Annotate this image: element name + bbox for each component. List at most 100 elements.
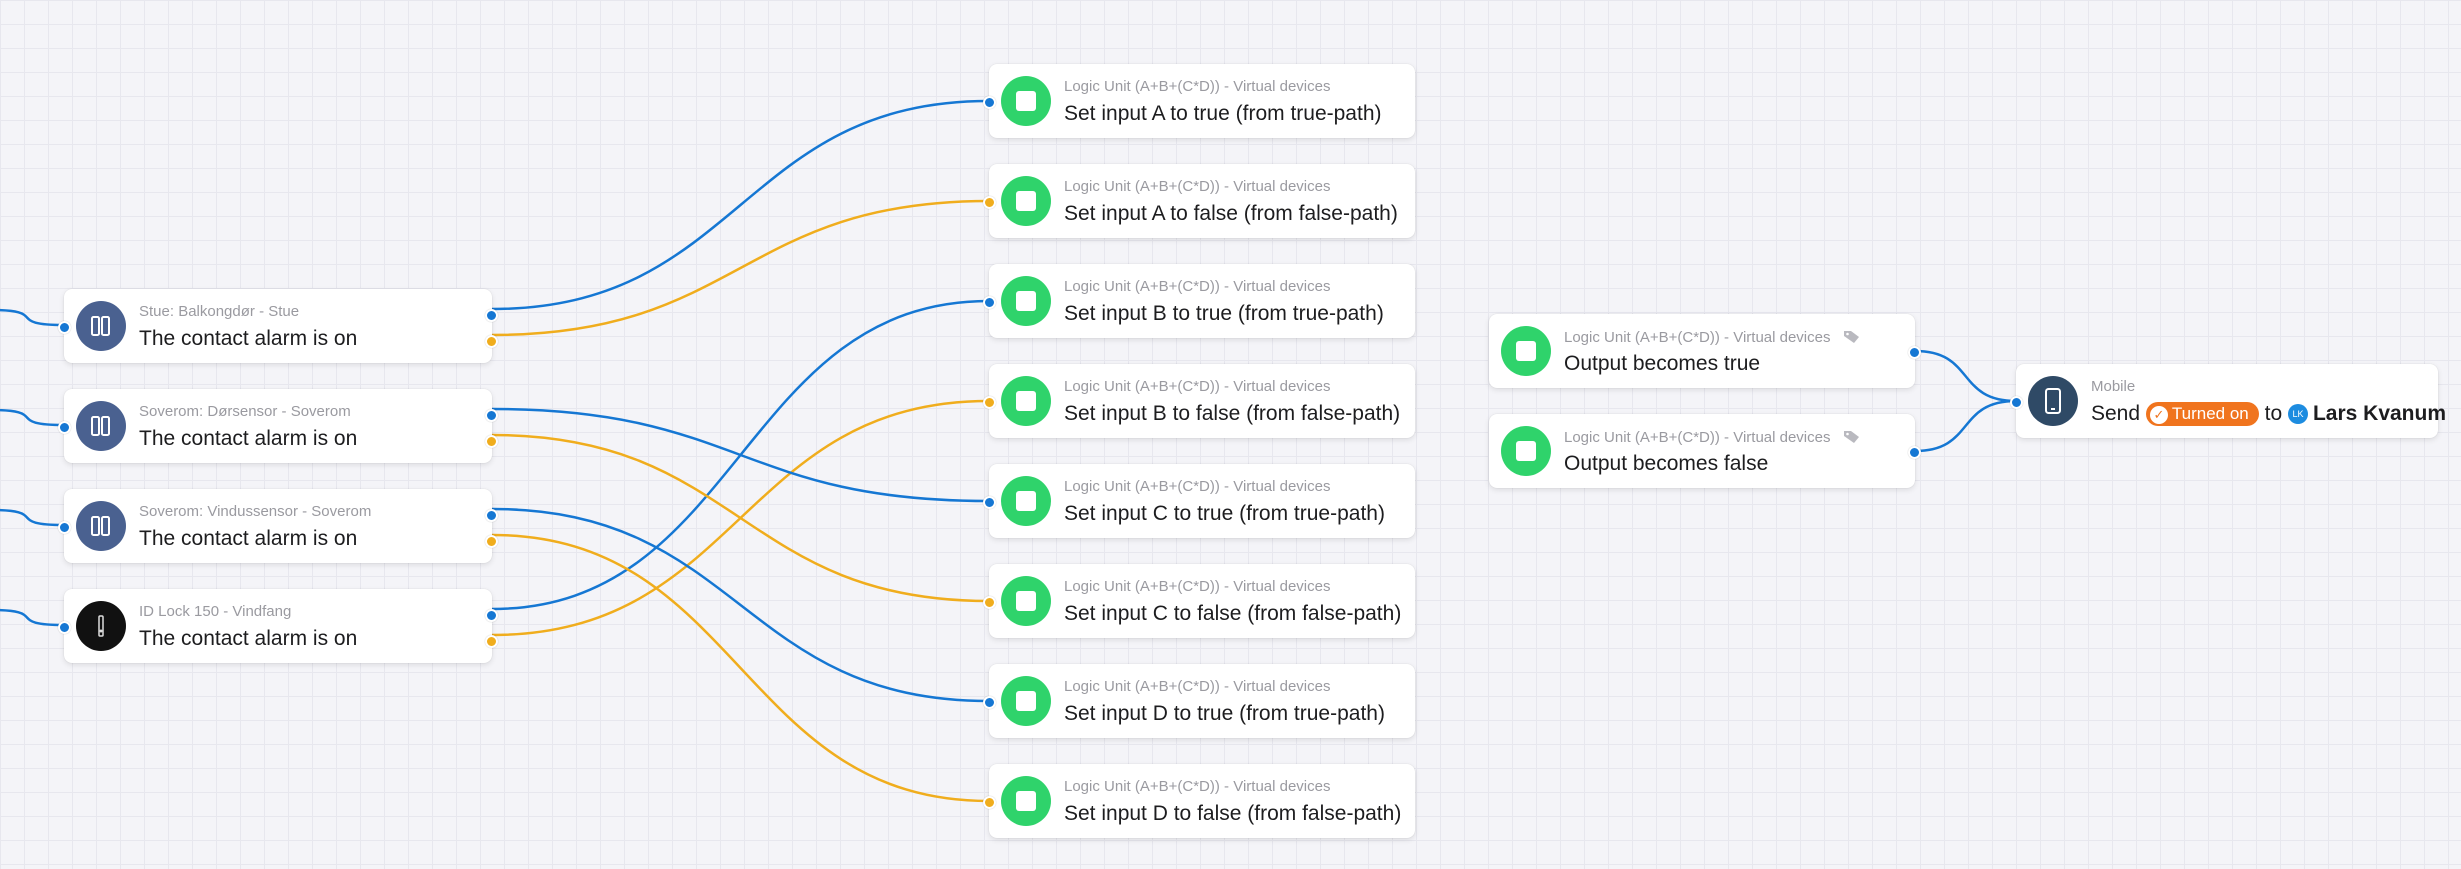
incoming-wire-2 bbox=[0, 508, 65, 527]
to-label: to bbox=[2264, 402, 2283, 425]
input-port[interactable] bbox=[983, 96, 996, 109]
wire-output-false bbox=[1914, 399, 2017, 453]
true-output-port[interactable] bbox=[485, 509, 498, 522]
action-title: Set input C to false (from false-path) bbox=[1064, 602, 1402, 625]
notification-subtitle: Mobile bbox=[2091, 378, 2136, 395]
true-output-port[interactable] bbox=[485, 409, 498, 422]
action-title: Set input B to true (from true-path) bbox=[1064, 302, 1384, 325]
trigger-card-balkongdor[interactable]: Stue: Balkongdør - Stue The contact alar… bbox=[58, 289, 498, 363]
action-title: Set input C to true (from true-path) bbox=[1064, 502, 1385, 525]
wire-d-false bbox=[491, 533, 990, 803]
input-port[interactable] bbox=[983, 796, 996, 809]
action-subtitle: Logic Unit (A+B+(C*D)) - Virtual devices bbox=[1064, 378, 1331, 395]
input-port[interactable] bbox=[58, 521, 71, 534]
incoming-wire-3 bbox=[0, 608, 65, 627]
action-subtitle: Logic Unit (A+B+(C*D)) - Virtual devices bbox=[1064, 78, 1331, 95]
status-pill: ✓Turned on bbox=[2145, 402, 2259, 427]
true-output-port[interactable] bbox=[485, 309, 498, 322]
input-port[interactable] bbox=[58, 321, 71, 334]
trigger-card-vindussensor[interactable]: Soverom: Vindussensor - Soverom The cont… bbox=[58, 489, 498, 563]
output-title: Output becomes true bbox=[1564, 352, 1761, 375]
action-subtitle: Logic Unit (A+B+(C*D)) - Virtual devices bbox=[1064, 578, 1331, 595]
action-title: Set input D to true (from true-path) bbox=[1064, 702, 1385, 725]
mobile-phone-icon bbox=[2028, 376, 2078, 426]
action-card-set-c-false[interactable]: Logic Unit (A+B+(C*D)) - Virtual devices… bbox=[983, 564, 1415, 638]
action-title: Set input B to false (from false-path) bbox=[1064, 402, 1401, 425]
wire-output-true bbox=[1914, 349, 2017, 403]
output-subtitle-text: Logic Unit (A+B+(C*D)) - Virtual devices bbox=[1564, 328, 1831, 346]
trigger-subtitle: Soverom: Vindussensor - Soverom bbox=[139, 503, 372, 520]
user-name: Lars Kvanum bbox=[2312, 402, 2447, 425]
action-subtitle: Logic Unit (A+B+(C*D)) - Virtual devices bbox=[1064, 278, 1331, 295]
logic-unit-icon bbox=[1001, 276, 1051, 326]
input-port[interactable] bbox=[983, 296, 996, 309]
action-subtitle: Logic Unit (A+B+(C*D)) - Virtual devices bbox=[1064, 678, 1331, 695]
input-port[interactable] bbox=[983, 496, 996, 509]
trigger-title: The contact alarm is on bbox=[139, 627, 358, 650]
incoming-wire-0 bbox=[0, 308, 65, 327]
false-output-port[interactable] bbox=[485, 535, 498, 548]
wire-a-false bbox=[491, 199, 990, 337]
tag-icon bbox=[1843, 428, 1861, 448]
logic-unit-icon bbox=[1001, 476, 1051, 526]
false-output-port[interactable] bbox=[485, 335, 498, 348]
door-sensor-icon bbox=[76, 401, 126, 451]
true-output-port[interactable] bbox=[485, 609, 498, 622]
logic-unit-icon bbox=[1001, 376, 1051, 426]
logic-unit-icon bbox=[1001, 576, 1051, 626]
check-icon: ✓ bbox=[2149, 405, 2168, 424]
input-port[interactable] bbox=[58, 421, 71, 434]
output-title: Output becomes false bbox=[1564, 452, 1769, 475]
logic-unit-icon bbox=[1001, 76, 1051, 126]
action-title: Set input A to true (from true-path) bbox=[1064, 102, 1382, 125]
trigger-card-idlock[interactable]: ID Lock 150 - Vindfang The contact alarm… bbox=[58, 589, 498, 663]
action-subtitle: Logic Unit (A+B+(C*D)) - Virtual devices bbox=[1064, 778, 1331, 795]
logic-unit-icon bbox=[1001, 176, 1051, 226]
input-port[interactable] bbox=[2010, 396, 2023, 409]
incoming-wire-1 bbox=[0, 408, 65, 427]
action-card-set-b-true[interactable]: Logic Unit (A+B+(C*D)) - Virtual devices… bbox=[983, 264, 1415, 338]
door-sensor-icon bbox=[76, 301, 126, 351]
action-subtitle: Logic Unit (A+B+(C*D)) - Virtual devices bbox=[1064, 178, 1331, 195]
send-label: Send bbox=[2091, 402, 2141, 425]
trigger-subtitle: Stue: Balkongdør - Stue bbox=[139, 303, 300, 320]
output-card-false[interactable]: Logic Unit (A+B+(C*D)) - Virtual devices… bbox=[1489, 414, 1921, 488]
false-output-port[interactable] bbox=[485, 435, 498, 448]
logic-unit-icon bbox=[1501, 326, 1551, 376]
wire-b-true bbox=[491, 299, 990, 611]
input-port[interactable] bbox=[983, 396, 996, 409]
action-subtitle: Logic Unit (A+B+(C*D)) - Virtual devices bbox=[1064, 478, 1331, 495]
output-subtitle-text: Logic Unit (A+B+(C*D)) - Virtual devices bbox=[1564, 428, 1831, 446]
action-title: Set input D to false (from false-path) bbox=[1064, 802, 1402, 825]
action-title: Set input A to false (from false-path) bbox=[1064, 202, 1398, 225]
output-subtitle: Logic Unit (A+B+(C*D)) - Virtual devices bbox=[1564, 328, 1861, 348]
trigger-title: The contact alarm is on bbox=[139, 327, 358, 350]
action-card-set-a-false[interactable]: Logic Unit (A+B+(C*D)) - Virtual devices… bbox=[983, 164, 1415, 238]
input-port[interactable] bbox=[983, 596, 996, 609]
wire-d-true bbox=[491, 507, 990, 703]
input-port[interactable] bbox=[58, 621, 71, 634]
action-card-set-d-true[interactable]: Logic Unit (A+B+(C*D)) - Virtual devices… bbox=[983, 664, 1415, 738]
output-port[interactable] bbox=[1908, 446, 1921, 459]
action-card-set-c-true[interactable]: Logic Unit (A+B+(C*D)) - Virtual devices… bbox=[983, 464, 1415, 538]
logic-unit-icon bbox=[1001, 776, 1051, 826]
trigger-subtitle: Soverom: Dørsensor - Soverom bbox=[139, 403, 351, 420]
action-card-set-d-false[interactable]: Logic Unit (A+B+(C*D)) - Virtual devices… bbox=[983, 764, 1415, 838]
output-port[interactable] bbox=[1908, 346, 1921, 359]
output-card-true[interactable]: Logic Unit (A+B+(C*D)) - Virtual devices… bbox=[1489, 314, 1921, 388]
wire-c-true bbox=[491, 407, 990, 503]
wire-b-false bbox=[491, 399, 990, 637]
false-output-port[interactable] bbox=[485, 635, 498, 648]
input-port[interactable] bbox=[983, 696, 996, 709]
action-card-set-b-false[interactable]: Logic Unit (A+B+(C*D)) - Virtual devices… bbox=[983, 364, 1415, 438]
action-card-set-a-true[interactable]: Logic Unit (A+B+(C*D)) - Virtual devices… bbox=[983, 64, 1415, 138]
logic-unit-icon bbox=[1501, 426, 1551, 476]
logic-unit-icon bbox=[1001, 676, 1051, 726]
trigger-subtitle: ID Lock 150 - Vindfang bbox=[139, 603, 292, 620]
trigger-card-dorsensor[interactable]: Soverom: Dørsensor - Soverom The contact… bbox=[58, 389, 498, 463]
input-port[interactable] bbox=[983, 196, 996, 209]
output-subtitle: Logic Unit (A+B+(C*D)) - Virtual devices bbox=[1564, 428, 1861, 448]
